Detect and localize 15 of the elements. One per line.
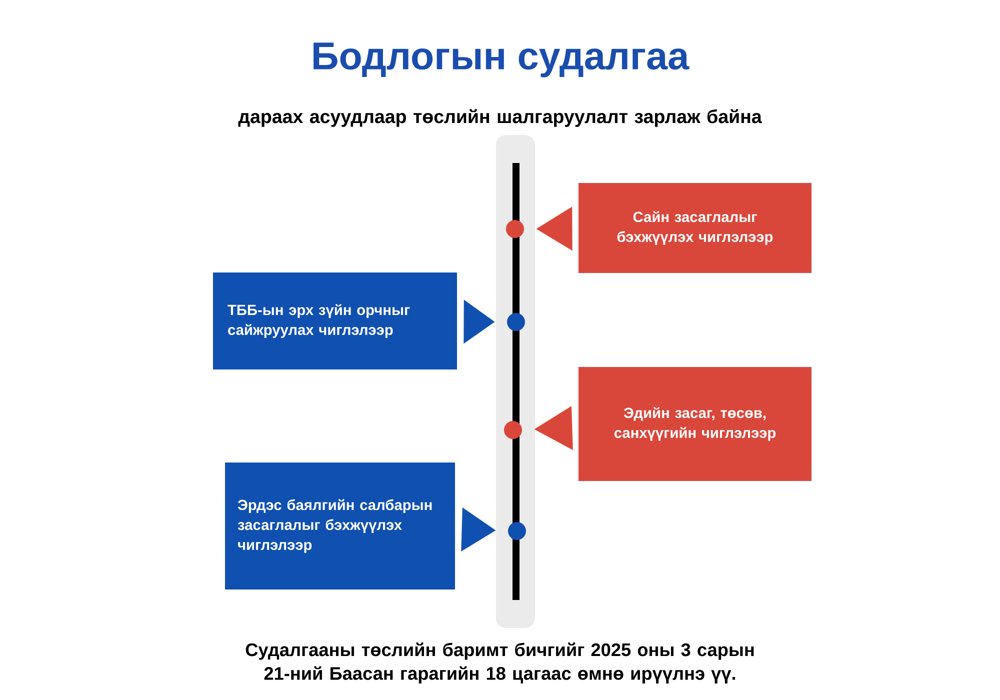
timeline-dot [508, 522, 526, 540]
note-text: Судалгааны төслийн баримт бичгийг 2025 оны 3 сарын 21-ний Баасан гарагийн 18 цагаас өмнө ирүүлнэ үү. [246, 642, 754, 684]
timeline-dot [506, 220, 524, 238]
pointer-arrow [464, 300, 495, 344]
text-box: Сайн засаглалыг бэхжүүлэх чиглэлээр [578, 183, 812, 273]
subtitle: дараах асуудлаар төслийн шалгаруулалт зарлаж байна [238, 109, 762, 127]
text-box: Эдийн засаг, төсөв, санхүүгийн чиглэлээр [578, 367, 812, 481]
pointer-arrow [536, 206, 572, 251]
pointer-arrow [534, 406, 573, 450]
timeline-dot [507, 313, 525, 331]
title: Бодлогын судалгаа [314, 42, 690, 78]
timeline-dot [504, 421, 522, 439]
pointer-arrow [461, 507, 496, 552]
text-box: ТББ-ын эрх зүйн орчныг сайжруулах чиглэлээр [213, 272, 457, 370]
text-box: Эрдэс баялгийн салбарын засаглалыг бэхжүүлэх чиглэлээр [225, 462, 455, 590]
